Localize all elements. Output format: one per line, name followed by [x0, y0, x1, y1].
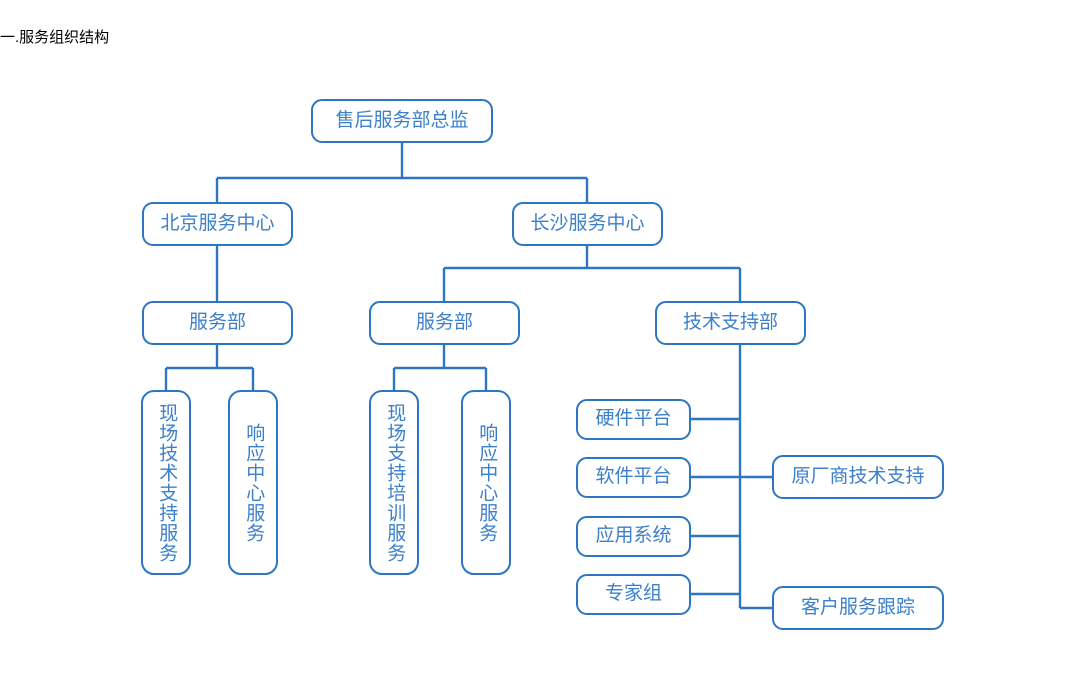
- node-changsha-service-department[interactable]: 服务部: [369, 301, 520, 345]
- node-application-system[interactable]: 应用系统: [576, 516, 691, 557]
- node-beijing-onsite-technical-support-service[interactable]: 现场技术支持服务: [141, 390, 191, 575]
- node-changsha-onsite-support-training-service[interactable]: 现场支持培训服务: [369, 390, 419, 575]
- node-changsha-service-center[interactable]: 长沙服务中心: [512, 202, 663, 246]
- node-software-platform[interactable]: 软件平台: [576, 457, 691, 498]
- node-expert-group[interactable]: 专家组: [576, 574, 691, 615]
- node-customer-service-tracking[interactable]: 客户服务跟踪: [772, 586, 944, 630]
- node-technical-support-department[interactable]: 技术支持部: [655, 301, 806, 345]
- node-oem-technical-support[interactable]: 原厂商技术支持: [772, 455, 944, 499]
- node-beijing-service-department[interactable]: 服务部: [142, 301, 293, 345]
- page-title: 一.服务组织结构: [0, 29, 110, 46]
- node-changsha-response-center-service[interactable]: 响应中心服务: [461, 390, 511, 575]
- node-root[interactable]: 售后服务部总监: [311, 99, 493, 143]
- node-hardware-platform[interactable]: 硬件平台: [576, 399, 691, 440]
- node-beijing-service-center[interactable]: 北京服务中心: [142, 202, 293, 246]
- node-beijing-response-center-service[interactable]: 响应中心服务: [228, 390, 278, 575]
